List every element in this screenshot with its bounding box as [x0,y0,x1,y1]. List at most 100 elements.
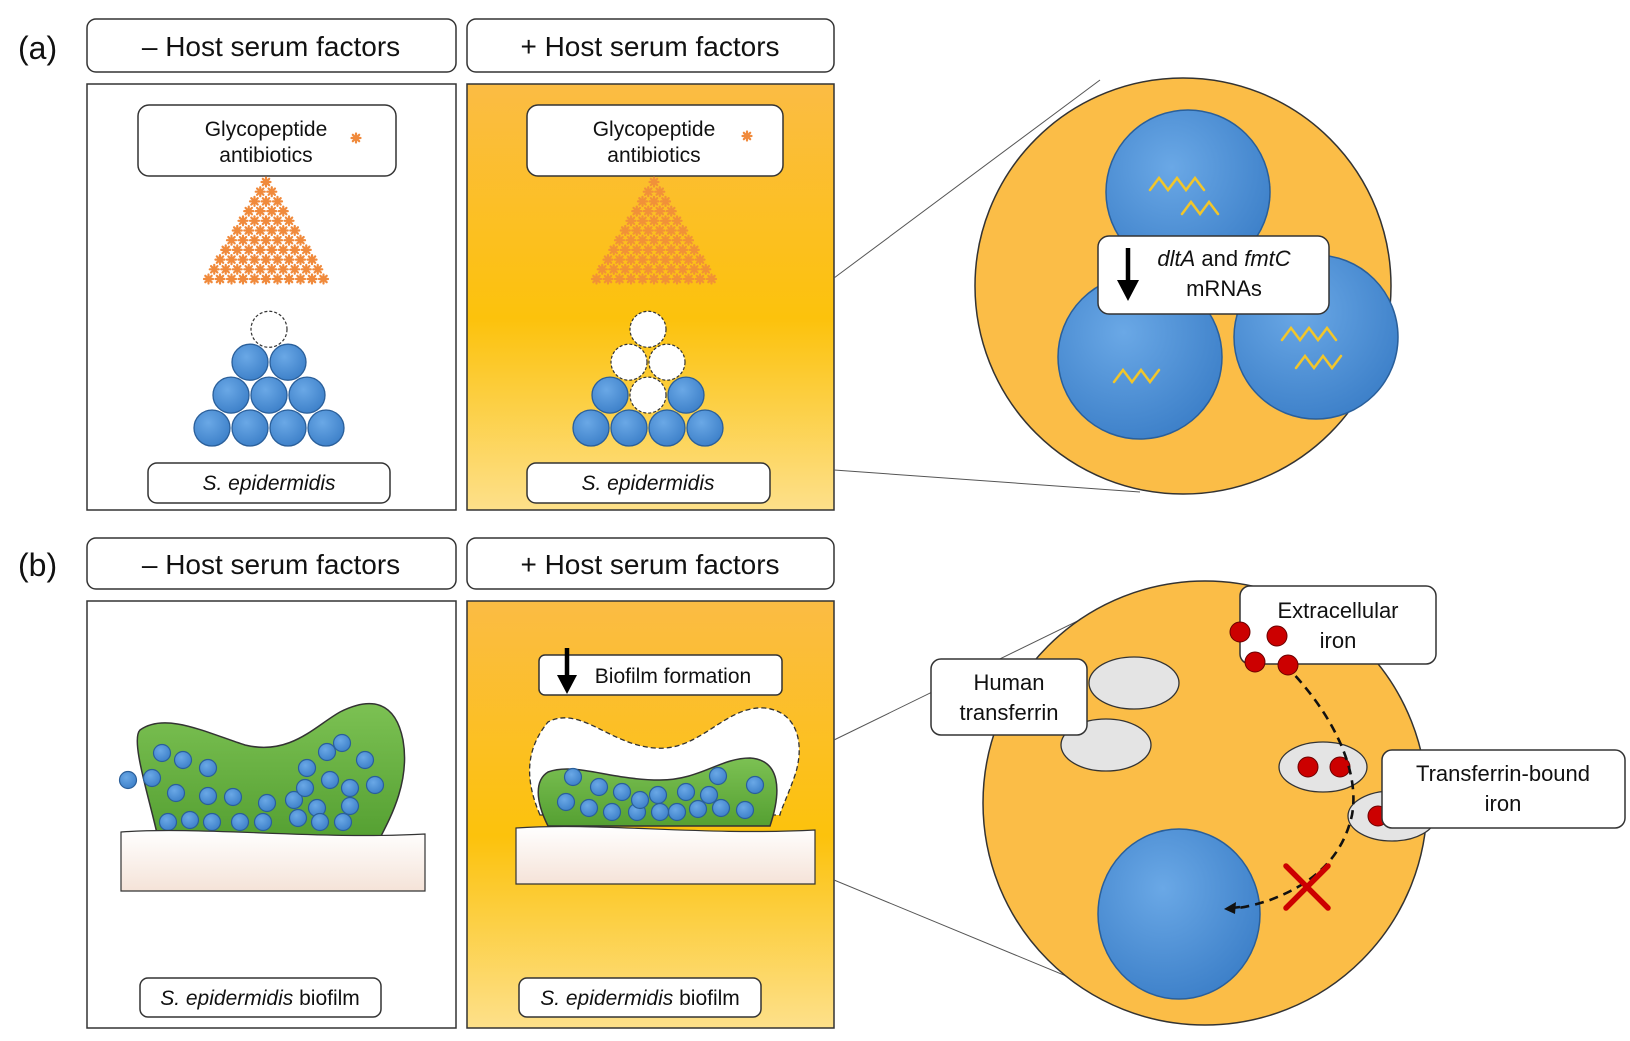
antibiotic-label-plus: Glycopeptide antibiotics [526,104,784,177]
antibiotic-molecule [671,234,683,246]
antibiotic-molecule [266,186,278,198]
biofilm-cell [320,770,340,790]
transferrin-bound-ellipse-1 [1278,741,1368,793]
biofilm-cell [142,768,162,788]
biofilm-cell [230,812,250,832]
biofilm-cell [699,785,719,805]
antibiotic-molecule [254,205,266,217]
antibiotic-molecule [214,273,226,285]
antibiotic-label-minus: Glycopeptide antibiotics [137,104,397,177]
biofilm-cell [332,733,352,753]
antibiotic-molecule [306,254,318,266]
antibiotic-molecule [631,263,643,275]
antibiotic-molecule [602,254,614,266]
down-arrow-icon [557,648,577,694]
mrna-label-line2: mRNAs [1186,276,1262,301]
antibiotic-molecule [202,273,215,285]
zoom-bacterium-b [1097,828,1261,1000]
bacterium-cell [686,409,724,447]
biofilm-plus [515,707,816,885]
panel-b-header-minus-text: – Host serum factors [142,549,400,580]
biofilm-cell [317,742,337,762]
antibiotic-molecule [294,254,307,266]
bacterium-cell [307,409,345,447]
biofilm-cell [688,799,708,819]
antibiotic-molecule [243,263,255,275]
antibiotic-molecule [648,234,660,246]
antibiotic-molecule [260,215,272,227]
antibiotic-molecule [266,244,278,256]
antibiotic-molecule [590,273,603,285]
organism-label-plus: S. epidermidis [526,462,771,504]
antibiotic-molecule [225,273,238,285]
biofilm-cell [152,743,172,763]
biofilm-minus [118,703,426,892]
biofilm-cell [676,782,696,802]
biofilm-formation-text: Biofilm formation [595,665,751,688]
extracellular-line2: iron [1320,628,1357,653]
biofilm-cell [602,802,622,822]
antibiotic-molecule [277,244,289,256]
biofilm-cell [253,812,273,832]
antibiotic-molecule [636,215,649,227]
extracellular-line1: Extracellular [1277,598,1398,623]
transferrin-ellipse-1 [1088,656,1180,710]
bacterium-cell [288,376,326,414]
antibiotic-molecule [688,244,700,256]
killed-cell [629,376,667,414]
biofilm-cell [173,750,193,770]
antibiotic-molecule [648,176,660,188]
antibiotic-molecule [608,263,620,275]
antibiotic-molecule [659,195,672,207]
biofilm-cell [118,770,138,790]
antibiotic-molecule [231,263,243,275]
panel-b-header-plus-text: + Host serum factors [520,549,779,580]
antibiotic-molecule [705,273,718,285]
bacterium-cell [591,376,629,414]
biofilm-label-minus: S. epidermidis biofilm [139,977,382,1018]
biofilm-word: biofilm [673,987,740,1010]
antibiotic-molecule [254,224,266,237]
biofilm-cell [365,775,385,795]
antibiotic-molecule [254,186,266,198]
antibiotic-molecule [654,186,666,198]
biofilm-cell [340,778,360,798]
antibiotic-molecule [271,254,284,266]
antibiotic-molecule [613,234,626,246]
antibiotic-molecule [671,215,683,227]
bound-line2: iron [1485,791,1522,816]
antibiotic-molecule [243,224,255,237]
transferrin-line1: Human [974,670,1045,695]
biofilm-cell [711,798,731,818]
zoom-line-bottom-a [833,469,1141,493]
antibiotic-molecule [248,215,261,227]
antibiotic-molecule [648,215,660,227]
biofilm-label-plus-text: S. epidermidis biofilm [540,987,740,1010]
organism-label-minus-text: S. epidermidis [202,472,336,495]
human-transferrin-label: Human transferrin [930,658,1088,736]
antibiotic-star-icon [741,130,753,142]
arrow-head-icon [1224,902,1241,914]
biofilm-cell [735,800,755,820]
biofilm-cell [198,786,218,806]
antibiotic-molecule [237,254,249,266]
antibiotic-molecule [243,205,255,217]
biofilm-cell [288,808,308,828]
antibiotic-molecule [266,205,278,217]
antibiotic-molecule [659,254,672,266]
antibiotic-molecule [289,263,301,275]
antibiotic-label-plus-line1: Glycopeptide [593,118,716,141]
gene-fmtc: fmtC [1244,246,1291,271]
antibiotic-molecule [665,263,677,275]
mrna-label-line1: dltA and fmtC [1157,246,1290,271]
panel-a-header-plus-text: + Host serum factors [520,31,779,62]
antibiotic-molecule [648,254,660,266]
antibiotic-molecule [277,263,289,275]
antibiotic-molecule [289,244,301,256]
antibiotic-molecule [631,205,643,217]
antibiotic-molecule [237,215,249,227]
antibiotic-molecule [642,224,654,237]
extracellular-iron-dots [1229,621,1299,676]
antibiotic-molecule [700,263,712,275]
